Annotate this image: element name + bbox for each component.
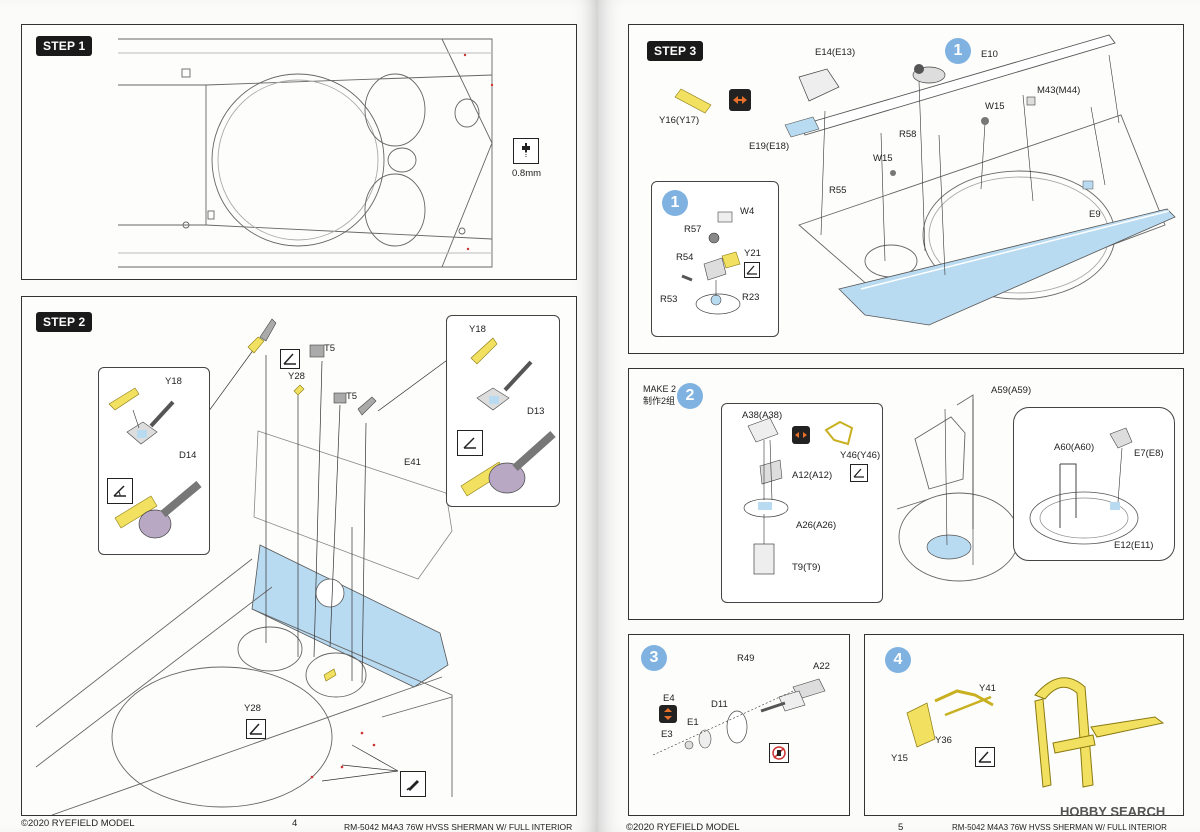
label-e3: E3 xyxy=(661,729,673,740)
label-a22: A22 xyxy=(813,661,830,672)
label-y36: Y36 xyxy=(935,735,952,746)
step3-panel: STEP 3 xyxy=(628,24,1184,354)
mg-drawing xyxy=(652,678,826,756)
right-page: STEP 3 xyxy=(598,0,1200,832)
left-page: STEP 1 xyxy=(0,0,598,832)
step1-panel: STEP 1 xyxy=(21,24,577,280)
step1-badge: STEP 1 xyxy=(36,36,93,56)
bend-icon xyxy=(975,747,995,767)
mirror-arrows-icon xyxy=(729,89,751,111)
bend-icon xyxy=(280,349,300,369)
label-r49: R49 xyxy=(737,653,755,664)
label-r54: R54 xyxy=(676,252,694,263)
label-r53: R53 xyxy=(660,294,678,305)
drill-size-label: 0.8mm xyxy=(512,168,542,179)
hull-top-drawing xyxy=(118,38,494,268)
make2-label-cn: 制作2组 xyxy=(643,396,676,406)
label-e10: E10 xyxy=(981,49,998,60)
right-footer-page-number: 5 xyxy=(898,822,904,832)
label-r23: R23 xyxy=(742,292,760,303)
make2-right-inset: A60(A60) E7(E8) E12(E11) xyxy=(1013,407,1175,561)
label-y41: Y41 xyxy=(979,683,996,694)
label-y18-left: Y18 xyxy=(165,376,182,387)
label-y28-top: Y28 xyxy=(288,371,305,382)
make2-left-inset: A38(A38) Y46(Y46) A12(A12) A26(A26) T9(T… xyxy=(721,403,883,603)
label-a60: A60(A60) xyxy=(1054,442,1095,453)
label-e12: E12(E11) xyxy=(1114,540,1154,551)
glue-pen-icon xyxy=(400,771,426,797)
label-y28-bottom: Y28 xyxy=(244,703,261,714)
step3-inset-1: 1 W4 R57 R54 Y21 R53 R23 xyxy=(651,181,779,337)
label-r57: R57 xyxy=(684,224,702,235)
label-t9: T9(T9) xyxy=(792,562,821,573)
label-y46: Y46(Y46) xyxy=(840,450,881,461)
label-a26: A26(A26) xyxy=(796,520,837,531)
label-y18-right: Y18 xyxy=(469,324,486,335)
bend-icon xyxy=(107,478,133,504)
frame-drawing xyxy=(906,677,1165,788)
bend-icon xyxy=(744,262,760,278)
label-y16: Y16(Y17) xyxy=(659,115,700,126)
label-r55: R55 xyxy=(829,185,847,196)
sub-number-1: 1 xyxy=(945,38,971,64)
label-d13: D13 xyxy=(527,406,545,417)
step2-badge: STEP 2 xyxy=(36,312,93,332)
label-a59: A59(A59) xyxy=(991,385,1032,396)
label-e14: E14(E13) xyxy=(815,47,856,58)
make2-number: 2 xyxy=(677,383,703,409)
bend-icon xyxy=(246,719,266,739)
label-t5-b: T5 xyxy=(346,391,358,402)
right-footer-kit-title: RM-5042 M4A3 76W HVSS SHERMAN W/ FULL IN… xyxy=(952,823,1167,832)
label-r58: R58 xyxy=(899,129,917,140)
sub3-panel: 3 R49 A22 D11 E4 E1 E3 xyxy=(628,634,850,816)
label-e9: E9 xyxy=(1089,209,1101,220)
right-footer-copyright: ©2020 RYEFIELD MODEL xyxy=(626,822,740,832)
label-d11: D11 xyxy=(711,699,728,710)
label-d14: D14 xyxy=(179,450,197,461)
left-footer-page-number: 4 xyxy=(292,818,298,829)
label-e7: E7(E8) xyxy=(1134,448,1164,459)
drill-icon xyxy=(513,138,539,164)
label-e4: E4 xyxy=(663,693,675,704)
label-t5-a: T5 xyxy=(324,343,336,354)
label-e19: E19(E18) xyxy=(749,141,790,152)
sponson-drawing xyxy=(674,34,1176,326)
hobby-search-watermark: HOBBY SEARCH xyxy=(1060,804,1166,819)
label-w4: W4 xyxy=(740,206,755,217)
label-y21: Y21 xyxy=(744,248,761,259)
step2-right-inset: Y18 D13 xyxy=(446,315,560,507)
label-a38: A38(A38) xyxy=(742,410,783,421)
no-glue-icon xyxy=(769,743,789,763)
label-w15-a: W15 xyxy=(985,101,1005,112)
label-y15: Y15 xyxy=(891,753,908,764)
left-footer-kit-title: RM-5042 M4A3 76W HVSS SHERMAN W/ FULL IN… xyxy=(344,822,573,832)
step2-left-inset: Y18 D14 xyxy=(98,367,210,555)
label-m43: M43(M44) xyxy=(1037,85,1081,96)
inset-number-1: 1 xyxy=(662,190,688,216)
sub3-number: 3 xyxy=(641,645,667,671)
label-e1: E1 xyxy=(687,717,699,728)
bend-icon xyxy=(457,430,483,456)
step2-panel: STEP 2 xyxy=(21,296,577,816)
bend-icon xyxy=(850,464,868,482)
step3-badge: STEP 3 xyxy=(647,41,704,61)
sub4-panel: 4 Y41 Y36 Y15 xyxy=(864,634,1184,816)
label-e41: E41 xyxy=(404,457,421,468)
hull-side-drawing xyxy=(35,318,455,815)
label-a12: A12(A12) xyxy=(792,470,833,481)
left-footer-copyright: ©2020 RYEFIELD MODEL xyxy=(21,818,135,829)
make2-panel: MAKE 2 制作2组 2 xyxy=(628,368,1184,620)
label-w15-b: W15 xyxy=(873,153,893,164)
flip-icon xyxy=(659,705,677,723)
sub4-number: 4 xyxy=(885,647,911,673)
make2-label-en: MAKE 2 xyxy=(643,384,677,394)
mirror-arrows-icon xyxy=(792,426,810,444)
